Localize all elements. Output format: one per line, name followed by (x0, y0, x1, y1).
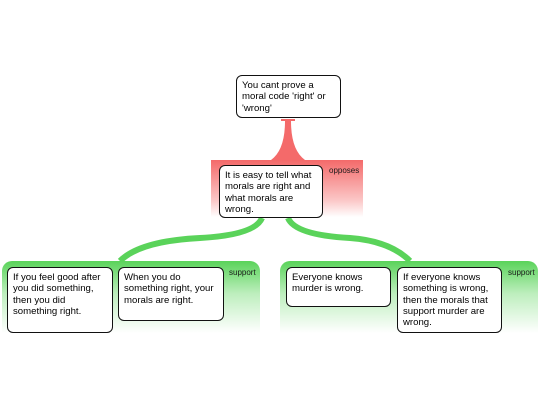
root-claim-node[interactable]: You cant prove a moral code 'right' or '… (236, 75, 341, 118)
support-node-do-right[interactable]: When you do something right, your morals… (118, 267, 224, 321)
opposes-label: opposes (329, 166, 360, 175)
support-label-left: support (229, 268, 256, 277)
support-node-everyone-knows[interactable]: If everyone knows something is wrong, th… (397, 267, 502, 333)
opposing-claim-node[interactable]: It is easy to tell what morals are right… (219, 165, 323, 218)
support-node-feel-good[interactable]: If you feel good after you did something… (7, 267, 113, 333)
support-label-right: support (508, 268, 535, 277)
opposes-connector (271, 121, 305, 160)
support-left-connector (117, 216, 265, 264)
support-node-murder-wrong[interactable]: Everyone knows murder is wrong. (286, 267, 391, 307)
support-right-connector (285, 216, 413, 264)
